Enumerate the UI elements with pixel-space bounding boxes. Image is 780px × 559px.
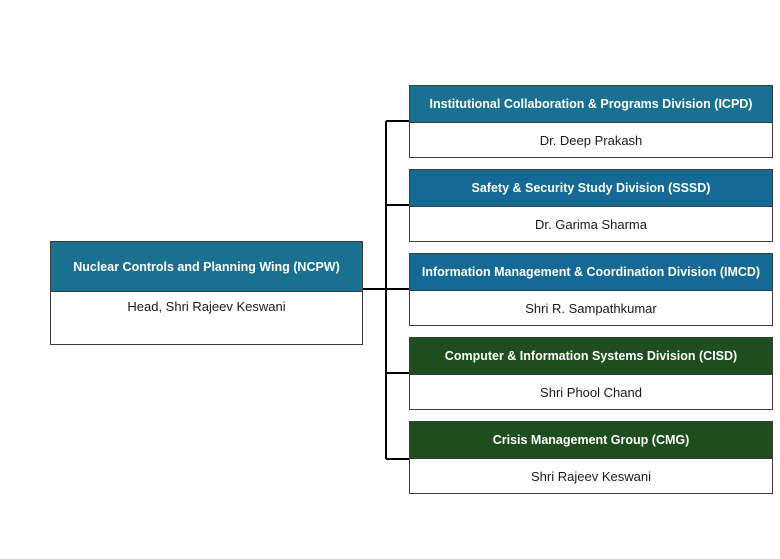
root-node-person: Head, Shri Rajeev Keswani [127,299,286,314]
division-title: Information Management & Coordination Di… [410,254,772,291]
division-node-cisd: Computer & Information Systems Division … [409,337,773,410]
division-person: Shri R. Sampathkumar [525,300,657,316]
division-node-sssd: Safety & Security Study Division (SSSD) … [409,169,773,242]
root-node-title: Nuclear Controls and Planning Wing (NCPW… [51,242,362,292]
division-person: Shri Phool Chand [540,384,642,400]
division-person: Dr. Deep Prakash [539,132,643,148]
division-title: Institutional Collaboration & Programs D… [410,86,772,123]
division-title: Computer & Information Systems Division … [410,338,772,375]
division-title: Safety & Security Study Division (SSSD) [410,170,772,207]
division-person: Shri Rajeev Keswani [531,468,651,484]
division-person: Dr. Garima Sharma [535,216,647,232]
division-node-cmg: Crisis Management Group (CMG) Shri Rajee… [409,421,773,494]
division-node-imcd: Information Management & Coordination Di… [409,253,773,326]
root-node-ncpw: Nuclear Controls and Planning Wing (NCPW… [50,241,363,345]
division-title: Crisis Management Group (CMG) [410,422,772,459]
division-node-icpd: Institutional Collaboration & Programs D… [409,85,773,158]
